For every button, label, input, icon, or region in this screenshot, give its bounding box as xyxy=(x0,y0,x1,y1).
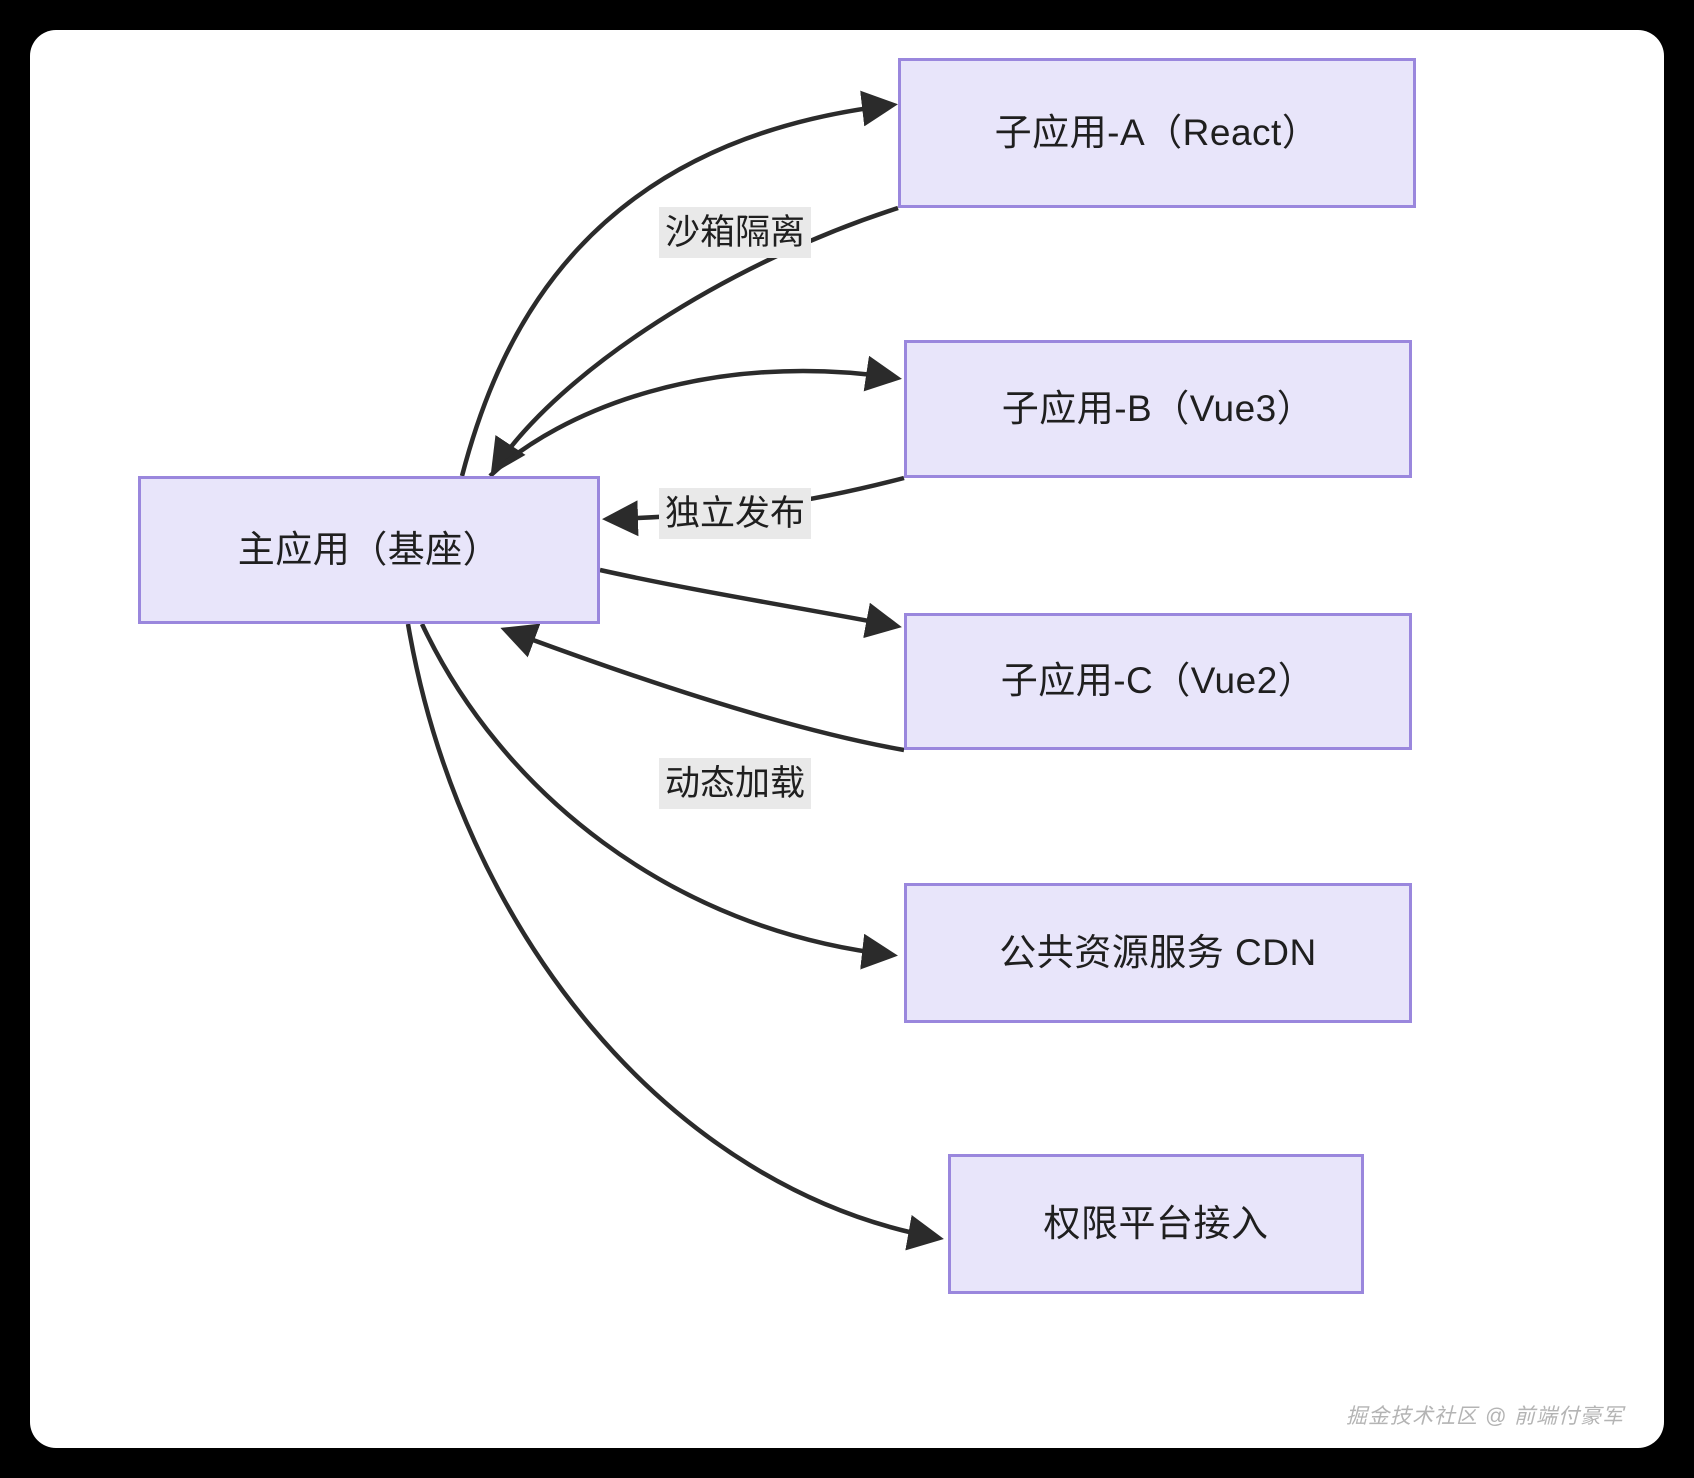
node-host-label: 主应用（基座） xyxy=(237,528,501,570)
node-sub-app-c[interactable]: 子应用-C（Vue2） xyxy=(904,613,1412,750)
diagram-canvas: 主应用（基座） 子应用-A（React） 子应用-B（Vue3） 子应用-C（V… xyxy=(30,30,1664,1448)
node-auth-platform-label: 权限平台接入 xyxy=(1043,1202,1269,1244)
node-sub-app-a-label: 子应用-A（React） xyxy=(994,111,1320,153)
edge-host-to-sub-c xyxy=(599,567,902,639)
node-sub-app-b-label: 子应用-B（Vue3） xyxy=(1001,387,1315,429)
edge-host-to-cdn xyxy=(419,623,898,970)
edge-label-dynamic-loading: 动态加载 xyxy=(659,758,812,810)
watermark: 掘金技术社区 @ 前端付豪军 xyxy=(1346,1405,1624,1428)
node-sub-app-a[interactable]: 子应用-A（React） xyxy=(898,58,1416,208)
node-auth-platform[interactable]: 权限平台接入 xyxy=(948,1154,1364,1294)
edge-sub-a-to-host xyxy=(490,205,899,476)
edge-host-to-sub-a xyxy=(459,90,898,477)
edge-label-independent-release: 独立发布 xyxy=(659,488,812,540)
edge-host-to-sub-b xyxy=(488,355,902,478)
flowchart: 主应用（基座） 子应用-A（React） 子应用-B（Vue3） 子应用-C（V… xyxy=(30,30,1664,1448)
node-cdn[interactable]: 公共资源服务 CDN xyxy=(904,883,1412,1023)
edge-host-to-auth xyxy=(405,623,944,1251)
edge-sub-c-to-host xyxy=(500,623,905,753)
edge-label-sandbox-isolation: 沙箱隔离 xyxy=(659,207,812,259)
node-cdn-label: 公共资源服务 CDN xyxy=(999,931,1317,973)
node-sub-app-b[interactable]: 子应用-B（Vue3） xyxy=(904,340,1412,478)
node-sub-app-c-label: 子应用-C（Vue2） xyxy=(1000,660,1316,702)
node-host[interactable]: 主应用（基座） xyxy=(138,476,600,624)
edge-layer xyxy=(405,90,944,1251)
